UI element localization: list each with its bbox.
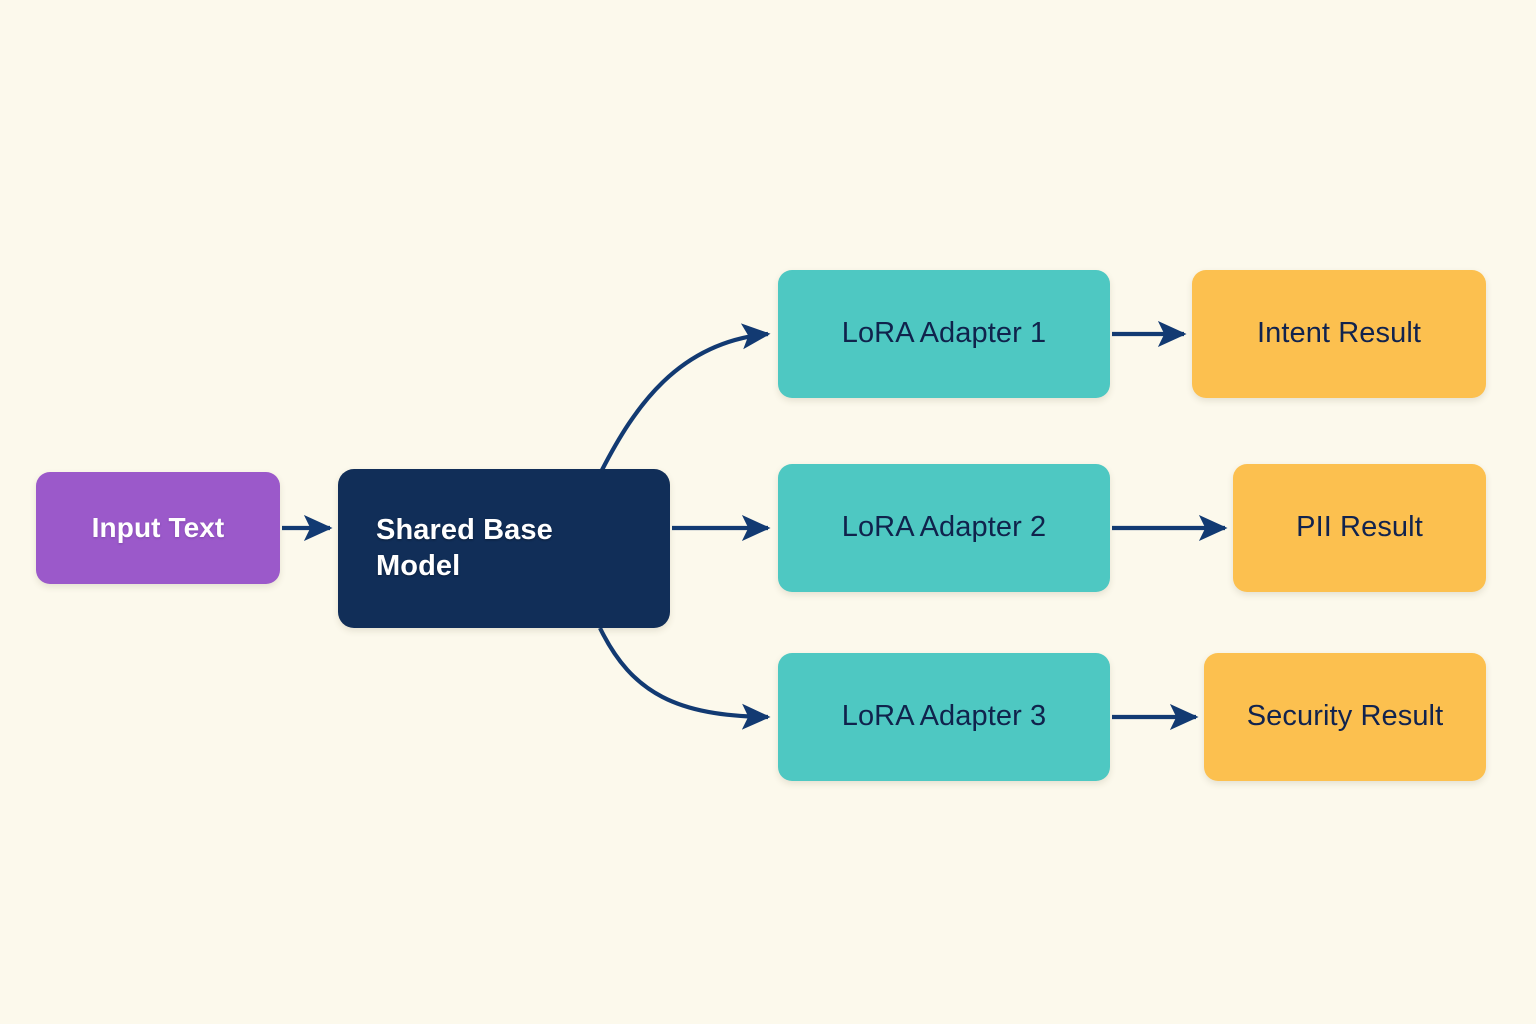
node-security-result[interactable]: Security Result [1204,653,1486,781]
node-lora-adapter-2-label: LoRA Adapter 2 [841,511,1047,544]
node-pii-result[interactable]: PII Result [1233,464,1486,592]
node-input-text-label: Input Text [91,511,225,543]
node-shared-base-model-label: Shared Base Model [376,514,553,582]
edge-base-to-adapter-3 [598,627,771,730]
node-lora-adapter-3-label: LoRA Adapter 3 [841,700,1047,733]
node-pii-result-label: PII Result [1296,511,1423,544]
node-shared-base-model[interactable]: Shared Base Model [338,469,670,628]
node-intent-result-label: Intent Result [1256,317,1422,350]
node-lora-adapter-3[interactable]: LoRA Adapter 3 [778,653,1110,781]
node-lora-adapter-2[interactable]: LoRA Adapter 2 [778,464,1110,592]
node-lora-adapter-1-label: LoRA Adapter 1 [841,317,1047,350]
node-lora-adapter-1[interactable]: LoRA Adapter 1 [778,270,1110,398]
edge-base-to-adapter-1 [600,323,771,471]
node-security-result-label: Security Result [1246,700,1444,733]
node-intent-result[interactable]: Intent Result [1192,270,1486,398]
node-input-text[interactable]: Input Text [36,472,280,584]
